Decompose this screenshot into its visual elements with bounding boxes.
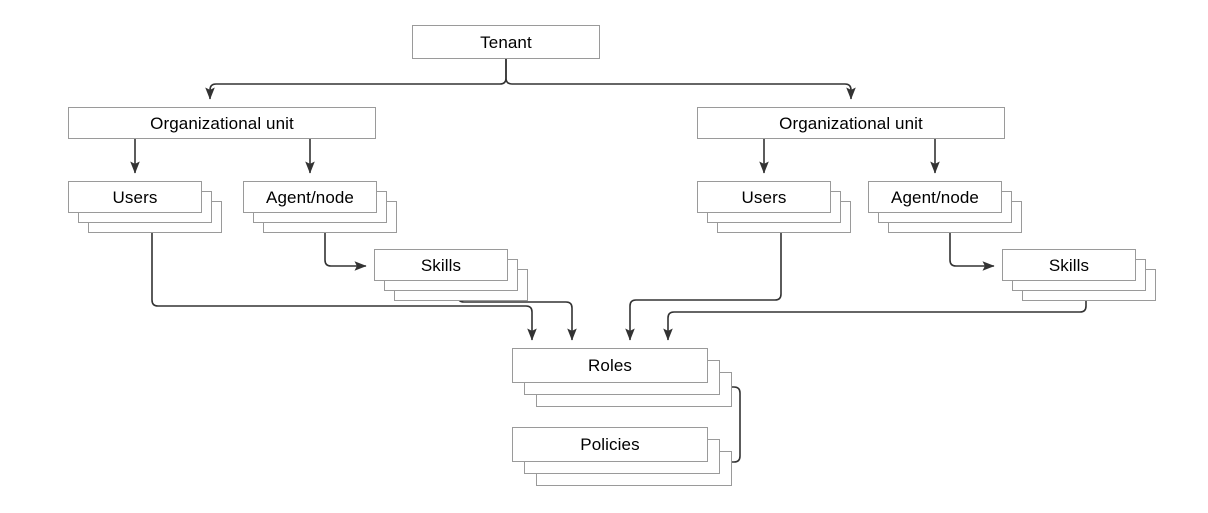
node-users-left-label: Users — [112, 187, 158, 207]
node-skills-right-label: Skills — [1048, 255, 1090, 275]
edge-users-left-to-roles — [151, 233, 537, 341]
node-ou-left-face: Organizational unit — [68, 107, 376, 139]
edge-roles-to-policies — [718, 386, 741, 467]
node-ou-left[interactable]: Organizational unit — [68, 107, 376, 139]
node-agent-node-left-label: Agent/node — [266, 187, 354, 207]
node-agent-node-right-label: Agent/node — [891, 187, 979, 207]
node-tenant-face: Tenant — [412, 25, 600, 59]
node-users-right[interactable]: Users — [697, 181, 851, 233]
node-users-left-face: Users — [68, 181, 202, 213]
node-policies[interactable]: Policies — [512, 427, 732, 486]
node-roles-face: Roles — [512, 348, 708, 383]
node-roles-label: Roles — [588, 356, 632, 375]
node-skills-right-face: Skills — [1002, 249, 1136, 281]
edge-agent-node-right-to-skills-right — [949, 233, 995, 271]
node-roles[interactable]: Roles — [512, 348, 732, 407]
node-ou-right[interactable]: Organizational unit — [697, 107, 1005, 139]
edge-tenant-to-ou-left — [205, 59, 507, 100]
edge-users-right-to-roles — [625, 233, 782, 341]
node-policies-face: Policies — [512, 427, 708, 462]
node-tenant[interactable]: Tenant — [412, 25, 600, 59]
edge-skills-right-to-roles — [663, 301, 1087, 341]
node-policies-label: Policies — [580, 435, 640, 454]
node-agent-node-left[interactable]: Agent/node — [243, 181, 397, 233]
node-tenant-label: Tenant — [480, 32, 532, 52]
node-users-left[interactable]: Users — [68, 181, 222, 233]
node-users-right-label: Users — [741, 187, 787, 207]
node-agent-node-right-face: Agent/node — [868, 181, 1002, 213]
node-ou-left-label: Organizational unit — [150, 113, 294, 133]
node-agent-node-left-face: Agent/node — [243, 181, 377, 213]
node-skills-left-face: Skills — [374, 249, 508, 281]
node-skills-right[interactable]: Skills — [1002, 249, 1156, 301]
node-users-right-face: Users — [697, 181, 831, 213]
node-skills-left-label: Skills — [420, 255, 462, 275]
edge-tenant-to-ou-right — [505, 59, 856, 100]
node-ou-right-label: Organizational unit — [779, 113, 923, 133]
edge-agent-node-left-to-skills-left — [324, 233, 367, 271]
edge-skills-left-to-roles — [457, 295, 577, 341]
node-agent-node-right[interactable]: Agent/node — [868, 181, 1022, 233]
node-skills-left[interactable]: Skills — [374, 249, 528, 301]
node-ou-right-face: Organizational unit — [697, 107, 1005, 139]
